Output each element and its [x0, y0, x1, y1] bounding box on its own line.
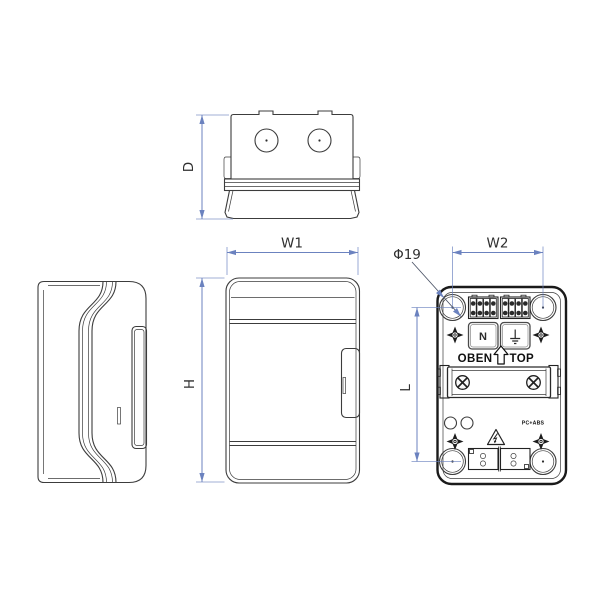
pilot-hole-right	[460, 416, 474, 430]
side-view-latch-strip	[131, 325, 148, 450]
earth-terminal-block	[499, 321, 531, 350]
four-point-mount-icon	[532, 326, 550, 344]
din-rail-plate-edges	[451, 368, 547, 396]
mounting-hole-bottom-right	[529, 447, 557, 476]
top-view-side-ears	[223, 156, 361, 179]
orientation-marking: OBEN TOP	[458, 345, 535, 365]
dimension-w1-label: W1	[281, 236, 303, 252]
bottom-terminal-left-notch	[469, 449, 474, 454]
back-view-inner-outline	[442, 292, 561, 479]
dimension-w2-extension-lines	[452, 246, 544, 309]
dimension-depth-label: D	[181, 162, 197, 172]
cable-knockout-left	[254, 128, 279, 153]
din-rail-right-tab	[557, 386, 561, 395]
bottom-terminal-right-notch	[524, 464, 529, 469]
callout-phi19-leader	[411, 261, 462, 317]
terminal-strip-left	[467, 294, 499, 320]
dimension-width-front: W1	[226, 236, 359, 275]
material-marking: PC+ABS	[522, 421, 545, 427]
bottom-terminal-right-hole	[510, 460, 517, 467]
terminal-strip-right	[499, 294, 531, 320]
back-view: N OBEN TOP PC+ABS	[436, 285, 568, 486]
warning-lightning-icon	[486, 428, 506, 446]
cable-knockout-left-center	[265, 139, 268, 142]
cable-knockout-right-center	[318, 139, 321, 142]
side-view-latch-slot	[117, 407, 121, 425]
top-view-skirt-inner	[228, 190, 356, 212]
dimension-h-label: H	[182, 379, 198, 389]
up-arrow-icon	[493, 345, 509, 365]
front-view-outline	[225, 277, 361, 484]
lid-seam-band	[78, 281, 117, 483]
top-view	[223, 110, 361, 220]
din-rail	[437, 364, 561, 399]
back-view-outline	[436, 285, 568, 486]
dimension-w1-extension-lines	[226, 247, 359, 275]
top-view-band	[223, 178, 361, 192]
side-view	[37, 280, 148, 484]
din-rail-left-tab	[437, 368, 441, 377]
four-point-mount-icon	[532, 432, 550, 451]
callout-hole-diameter: Φ19	[393, 247, 462, 317]
din-rail-plate	[446, 366, 552, 399]
phillips-screw-icon	[454, 374, 471, 391]
dimension-h-extension-lines	[196, 277, 225, 483]
top-view-skirt	[224, 190, 360, 220]
dimension-w2-label: W2	[487, 236, 509, 252]
phillips-screw-icon	[525, 374, 542, 391]
side-view-inner-edges	[43, 285, 100, 479]
dimension-height: H	[182, 277, 225, 483]
dimension-hole-spacing: L	[398, 307, 461, 462]
callout-phi19-arrows	[436, 289, 461, 317]
orientation-text-oben: OBEN	[458, 353, 493, 365]
pilot-hole-left	[443, 416, 458, 430]
orientation-text-top: TOP	[510, 353, 535, 365]
bottom-terminal-left-hole	[480, 460, 486, 467]
earth-ground-icon	[510, 329, 521, 345]
front-view	[225, 277, 361, 484]
front-view-bottom-band	[229, 440, 356, 447]
top-view-body-outline	[230, 110, 354, 179]
dimension-width-back: W2	[452, 236, 544, 309]
top-view-band-lines	[224, 182, 360, 187]
side-view-latch-strip-inner	[134, 329, 145, 446]
bottom-terminal-right	[499, 447, 531, 471]
front-view-inner-outline	[229, 281, 357, 480]
bottom-terminal-left-hole	[480, 453, 486, 459]
dimension-l-label: L	[398, 384, 414, 392]
bottom-terminal-left	[467, 447, 499, 471]
din-rail-left-tab	[437, 386, 441, 395]
bottom-terminal-right-hole	[510, 453, 517, 459]
cable-knockout-right	[307, 128, 332, 153]
front-view-latch	[340, 347, 361, 419]
callout-phi19-label: Φ19	[393, 247, 421, 263]
front-view-latch-slot	[342, 377, 346, 394]
four-point-mount-icon	[446, 432, 464, 451]
dimension-depth: D	[181, 114, 233, 220]
neutral-terminal-label: N	[479, 331, 487, 343]
din-rail-right-tab	[557, 368, 561, 377]
four-point-mount-icon	[446, 326, 464, 344]
front-view-top-band	[229, 318, 356, 325]
neutral-terminal-block: N	[467, 321, 499, 350]
bottom-terminal-blocks	[467, 446, 531, 472]
side-view-outline	[37, 280, 147, 484]
